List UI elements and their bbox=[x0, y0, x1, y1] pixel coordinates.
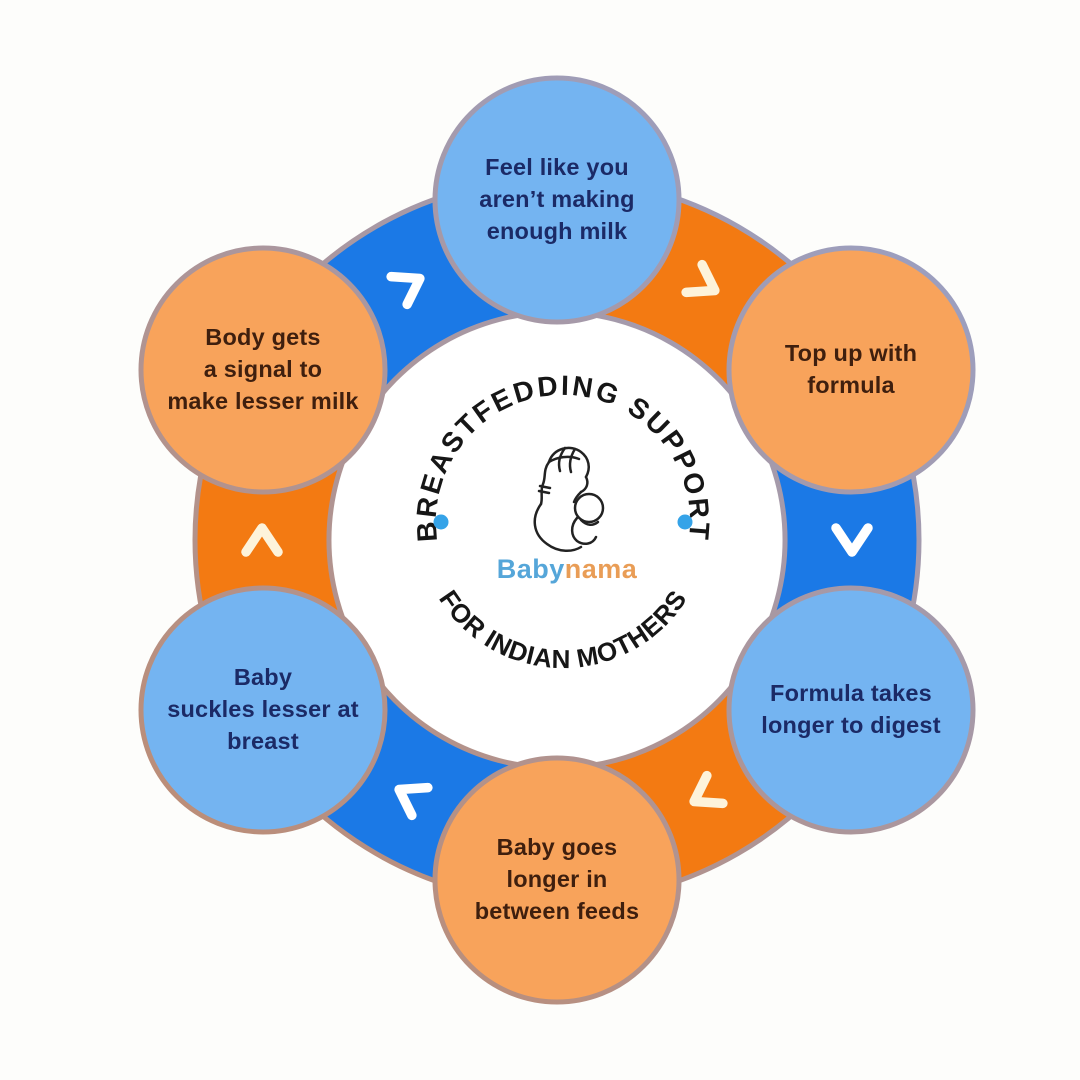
center-disc bbox=[332, 315, 782, 765]
chevron-down-right-icon bbox=[681, 259, 720, 298]
mother-breastfeeding-baby-icon bbox=[533, 446, 605, 552]
flow-chevrons bbox=[241, 259, 873, 821]
step-circle-top-right bbox=[726, 245, 976, 495]
chevron-up-icon bbox=[241, 523, 283, 557]
step-circle-top bbox=[432, 75, 682, 325]
step-circle-bottom bbox=[432, 755, 682, 1005]
step-circle-bottom-right bbox=[726, 585, 976, 835]
chevron-up-right-icon bbox=[386, 271, 425, 310]
brand-part-nama: nama bbox=[564, 554, 638, 584]
brand-part-baby: Baby bbox=[496, 554, 565, 584]
chevron-up-left-icon bbox=[394, 782, 433, 821]
chevron-down-icon bbox=[831, 523, 873, 557]
step-circle-bottom-left bbox=[138, 585, 388, 835]
chevron-down-left-icon bbox=[689, 770, 728, 809]
accent-dot-right bbox=[677, 514, 693, 530]
accent-dot-left bbox=[433, 514, 449, 530]
step-circles bbox=[138, 75, 976, 1005]
brand-wordmark: Babynama bbox=[417, 554, 717, 585]
step-circle-top-left bbox=[138, 245, 388, 495]
